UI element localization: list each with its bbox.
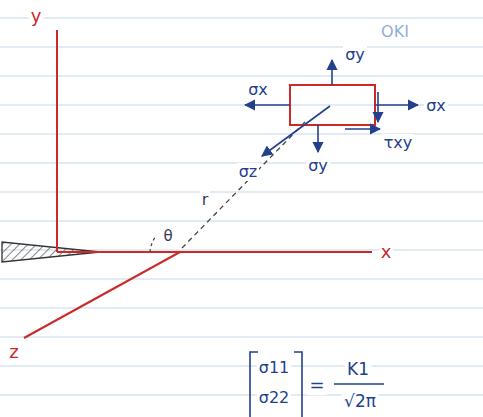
ruled-line bbox=[0, 337, 483, 338]
angle-label: θ bbox=[161, 228, 174, 245]
ruled-line bbox=[0, 192, 483, 193]
y-axis bbox=[56, 30, 58, 252]
matrix-bracket bbox=[294, 352, 302, 417]
equals-sign: = bbox=[307, 375, 326, 395]
stress-label: σy bbox=[306, 157, 330, 175]
fraction-bar bbox=[334, 383, 384, 385]
ruled-line bbox=[0, 395, 483, 396]
stress-arrow bbox=[317, 125, 319, 152]
formula-text: K1 bbox=[345, 360, 371, 379]
ruled-line bbox=[0, 105, 483, 106]
axis-label: x bbox=[379, 242, 394, 262]
stress-label: σx bbox=[424, 97, 448, 115]
x-axis bbox=[57, 251, 372, 253]
ruled-line bbox=[0, 279, 483, 280]
axis-label: y bbox=[29, 6, 44, 26]
matrix-entry: σ22 bbox=[257, 389, 292, 407]
ruled-line bbox=[0, 18, 483, 19]
matrix-entry: σ11 bbox=[257, 359, 292, 377]
z-axis bbox=[24, 252, 180, 338]
radius-label: r bbox=[200, 191, 211, 209]
stress-label: σy bbox=[343, 46, 367, 64]
ruled-line bbox=[0, 221, 483, 222]
shear-arrow bbox=[377, 92, 379, 122]
ruled-line bbox=[0, 47, 483, 48]
note-text: OKI bbox=[379, 23, 411, 41]
stress-label: τxy bbox=[382, 134, 415, 152]
formula-text: √2π bbox=[342, 392, 378, 411]
stress-arrow bbox=[245, 104, 290, 106]
stress-arrow bbox=[331, 60, 333, 85]
stress-label: σz bbox=[237, 163, 260, 181]
ruled-line bbox=[0, 308, 483, 309]
stress-arrow bbox=[375, 104, 418, 106]
shear-arrow bbox=[345, 128, 380, 130]
angle-arc bbox=[150, 236, 156, 252]
ruled-line bbox=[0, 76, 483, 77]
ruled-lines bbox=[0, 18, 483, 395]
stress-element bbox=[290, 85, 375, 125]
axis-label: z bbox=[7, 342, 20, 362]
stress-label: σx bbox=[246, 81, 270, 99]
stress-arrow bbox=[262, 106, 330, 156]
ruled-line bbox=[0, 366, 483, 367]
radius-line bbox=[182, 122, 305, 248]
